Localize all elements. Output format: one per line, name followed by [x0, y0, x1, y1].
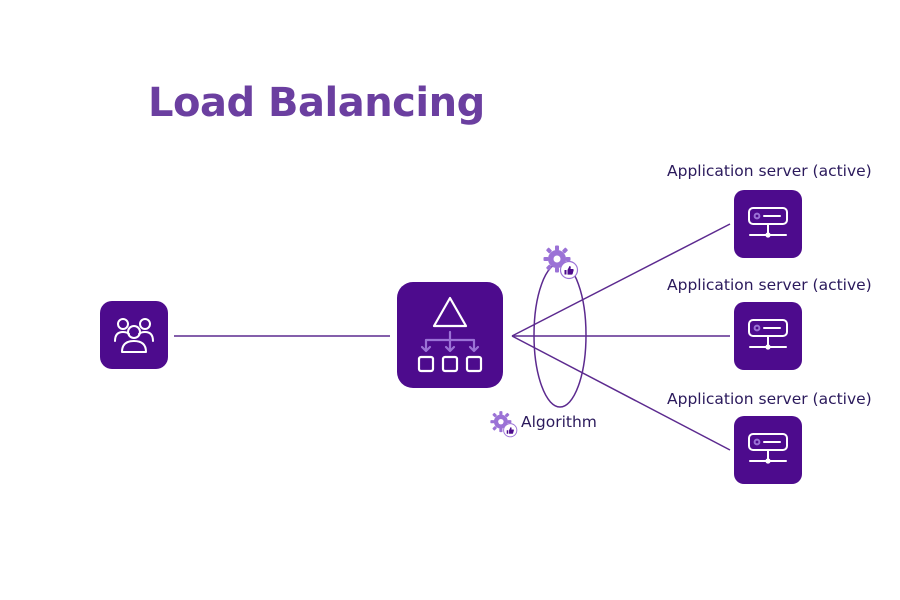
balancer-to-server-1-line — [511, 223, 731, 337]
clients-node — [100, 301, 168, 369]
balancer-to-server-3-line — [511, 335, 731, 451]
gear-thumbs-up-icon — [490, 411, 518, 438]
diagram-title: Load Balancing — [148, 80, 485, 126]
server-label-2: Application server (active) — [667, 276, 872, 294]
algorithm-ellipse — [533, 262, 587, 408]
gear-thumbs-up-icon — [543, 245, 579, 280]
server-icon — [748, 207, 788, 238]
server-node-1 — [734, 190, 802, 258]
server-node-3 — [734, 416, 802, 484]
algorithm-label: Algorithm — [521, 413, 597, 431]
server-label-1: Application server (active) — [667, 162, 872, 180]
server-label-3: Application server (active) — [667, 390, 872, 408]
server-node-2 — [734, 302, 802, 370]
load-balancer-icon — [417, 296, 483, 373]
server-icon — [748, 433, 788, 464]
users-group-icon — [114, 318, 154, 353]
load-balancer-node — [397, 282, 503, 388]
server-icon — [748, 319, 788, 350]
